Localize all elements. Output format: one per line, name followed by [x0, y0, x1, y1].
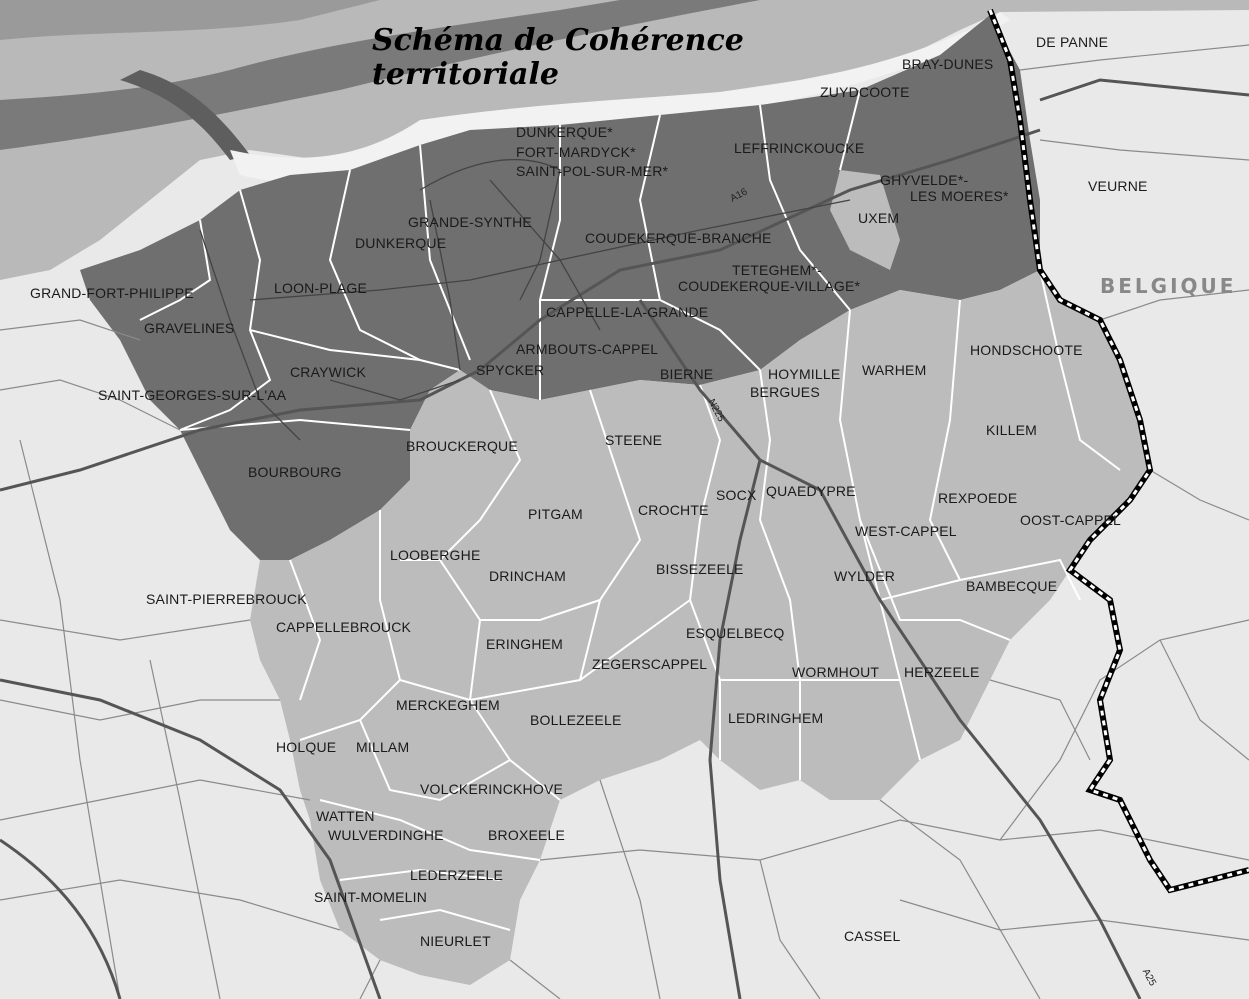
uxem-area — [830, 170, 900, 270]
place-cappellebrouck: CAPPELLEBROUCK — [276, 619, 412, 635]
place-holque: HOLQUE — [276, 739, 337, 755]
commune-boundaries — [139, 89, 1121, 931]
place-ledringhem: LEDRINGHEM — [728, 710, 824, 726]
place-nieurlet: NIEURLET — [420, 933, 491, 949]
place-fort-mardyck: FORT-MARDYCK* — [516, 144, 636, 160]
map-title: Schéma de Cohérence territoriale — [372, 24, 744, 92]
main-roads — [0, 78, 1249, 999]
place-herzeele: HERZEELE — [904, 664, 980, 680]
place-dunkerque-star: DUNKERQUE* — [516, 124, 613, 140]
place-armbouts-cappel: ARMBOUTS-CAPPEL — [516, 341, 659, 357]
sea-shoal — [0, 0, 380, 40]
place-ghyvelde-line1: GHYVELDE*- — [880, 172, 969, 188]
place-ghyvelde-line2: LES MOERES* — [910, 188, 1009, 204]
place-watten: WATTEN — [316, 808, 375, 824]
place-wormhout: WORMHOUT — [792, 664, 880, 680]
place-bray-dunes: BRAY-DUNES — [902, 56, 994, 72]
place-veurne: VEURNE — [1088, 178, 1148, 194]
place-steene: STEENE — [605, 432, 663, 448]
place-west-cappel: WEST-CAPPEL — [855, 523, 957, 539]
place-esquelbecq: ESQUELBECQ — [686, 625, 785, 641]
place-rexpoede: REXPOEDE — [938, 490, 1018, 506]
place-ghyvelde: GHYVELDE*- LES MOERES* — [880, 172, 1009, 204]
place-lederzeele: LEDERZEELE — [410, 867, 504, 883]
place-loon-plage: LOON-PLAGE — [274, 280, 368, 296]
beach — [230, 12, 1010, 182]
place-socx: SOCX — [716, 487, 757, 503]
place-wulverdinghe: WULVERDINGHE — [328, 827, 444, 843]
map-title-line2: territoriale — [372, 57, 559, 92]
rail-lines — [199, 159, 851, 441]
place-craywick: CRAYWICK — [290, 364, 367, 380]
place-teteghem: TETEGHEM*- COUDEKERQUE-VILLAGE* — [678, 262, 860, 294]
place-teteghem-line1: TETEGHEM*- — [732, 262, 822, 278]
place-zuydcoote: ZUYDCOOTE — [820, 84, 910, 100]
place-uxem: UXEM — [858, 210, 900, 226]
place-wylder: WYLDER — [834, 568, 896, 584]
place-oost-cappel: OOST-CAPPEL — [1020, 512, 1122, 528]
place-cappelle-la-grande: CAPPELLE-LA-GRANDE — [546, 304, 709, 320]
place-coudekerque-branche: COUDEKERQUE-BRANCHE — [585, 230, 772, 246]
place-bourbourg: BOURBOURG — [248, 464, 342, 480]
place-broxeele: BROXEELE — [488, 827, 566, 843]
place-eringhem: ERINGHEM — [486, 636, 564, 652]
place-cassel: CASSEL — [844, 928, 901, 944]
place-merckeghem: MERCKEGHEM — [396, 697, 500, 713]
map-title-line1: Schéma de Cohérence — [372, 23, 744, 58]
place-drincham: DRINCHAM — [489, 568, 567, 584]
place-leffrinckoucke: LEFFRINCKOUCKE — [734, 140, 865, 156]
place-saint-pierrebrouck: SAINT-PIERREBROUCK — [146, 591, 307, 607]
place-zegerscappel: ZEGERSCAPPEL — [592, 656, 708, 672]
place-warhem: WARHEM — [862, 362, 927, 378]
country-label-belgique: BELGIQUE — [1100, 274, 1237, 298]
place-saint-pol-sur-mer: SAINT-POL-SUR-MER* — [516, 163, 669, 179]
place-hondschoote: HONDSCHOOTE — [970, 342, 1083, 358]
place-bierne: BIERNE — [660, 366, 714, 382]
place-de-panne: DE PANNE — [1036, 34, 1109, 50]
border-dashes — [988, 9, 1249, 892]
place-brouckerque: BROUCKERQUE — [406, 438, 518, 454]
place-teteghem-line2: COUDEKERQUE-VILLAGE* — [678, 278, 861, 294]
place-bergues: BERGUES — [750, 384, 820, 400]
place-pitgam: PITGAM — [528, 506, 583, 522]
place-crochte: CROCHTE — [638, 502, 709, 518]
place-millam: MILLAM — [356, 739, 410, 755]
place-looberghe: LOOBERGHE — [390, 547, 481, 563]
place-volckerinckhove: VOLCKERINCKHOVE — [420, 781, 564, 797]
place-hoymille: HOYMILLE — [768, 366, 841, 382]
place-grande-synthe: GRANDE-SYNTHE — [408, 214, 532, 230]
place-saint-georges-sur-laa: SAINT-GEORGES-SUR-L'AA — [98, 387, 287, 403]
place-quaedypre: QUAEDYPRE — [766, 483, 856, 499]
place-bollezeele: BOLLEZEELE — [530, 712, 622, 728]
place-bambecque: BAMBECQUE — [966, 578, 1058, 594]
place-saint-momelin: SAINT-MOMELIN — [314, 889, 428, 905]
place-dunkerque: DUNKERQUE — [355, 235, 447, 251]
place-spycker: SPYCKER — [476, 362, 545, 378]
place-grand-fort-philippe: GRAND-FORT-PHILIPPE — [30, 285, 194, 301]
sea-channel — [120, 70, 250, 160]
place-bissezeele: BISSEZEELE — [656, 561, 744, 577]
place-gravelines: GRAVELINES — [144, 320, 235, 336]
place-killem: KILLEM — [986, 422, 1037, 438]
urban-zone — [80, 15, 1040, 560]
